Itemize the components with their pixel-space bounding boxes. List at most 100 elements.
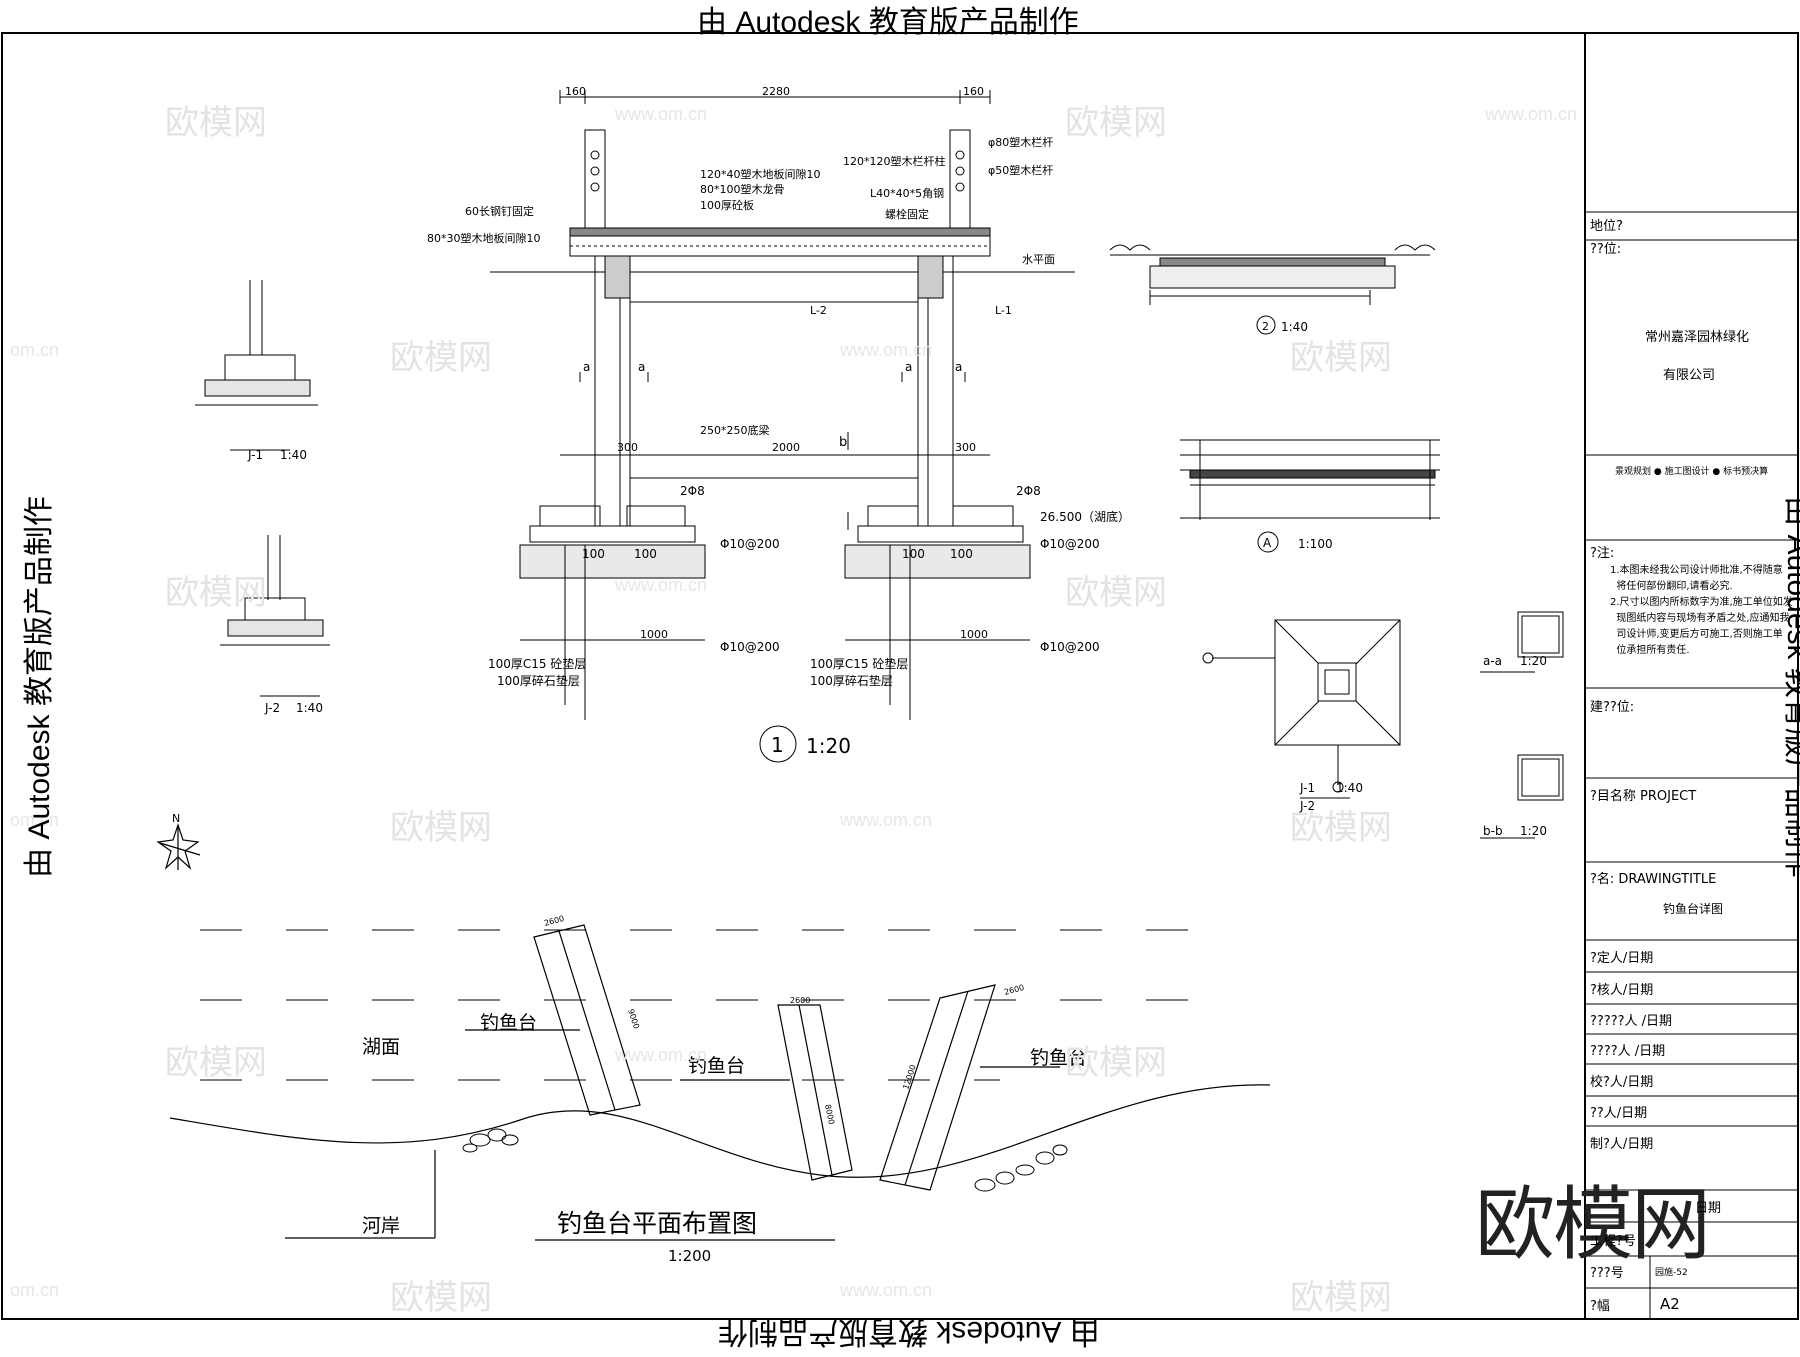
- section-1-number: 1: [771, 733, 784, 757]
- label-beam-l2: L-2: [810, 304, 827, 317]
- dim-plat3-width: 2600: [1003, 983, 1025, 997]
- dim-100-d: 100: [950, 547, 973, 561]
- detail-a-number: A: [1263, 536, 1272, 550]
- section-1-labels: 160 2280 160 60长钢钉固定 80*30塑木地板间隙10 120*4…: [427, 85, 1130, 758]
- label-joist: 80*100塑木龙骨: [700, 182, 785, 196]
- detail-j2-drawing: [220, 535, 330, 697]
- tb-drawing-no-label: ???号: [1590, 1266, 1624, 1281]
- label-platform-2: 钓鱼台: [688, 1055, 745, 1077]
- tb-drawing-title-label: ?名: DRAWINGTITLE: [1590, 872, 1717, 887]
- dim-300-left: 300: [617, 441, 638, 454]
- dim-1000-a: 1000: [640, 628, 668, 641]
- watermark: 欧模网: [1065, 1043, 1167, 1083]
- detail-2-drawing: [1109, 244, 1436, 335]
- label-post: 120*120塑木栏杆柱: [843, 154, 946, 168]
- tb-row4: ????人 /日期: [1590, 1044, 1666, 1059]
- dim-plat1-width: 2600: [543, 914, 565, 928]
- detail-j1-scale: 1:40: [280, 448, 307, 462]
- watermark-url: om.cn: [10, 810, 60, 830]
- dim-plat2-length: 8000: [823, 1104, 836, 1126]
- tb-date: 日期: [1695, 1201, 1722, 1216]
- watermark: 欧模网: [1290, 1278, 1392, 1318]
- label-rail-80: φ80塑木栏杆: [988, 135, 1053, 149]
- dim-100-b: 100: [634, 547, 657, 561]
- detail-2-scale: 1:40: [1281, 320, 1308, 334]
- label-bottom-beam: 250*250底梁: [700, 423, 770, 437]
- watermark-url: www.om.cn: [840, 340, 933, 360]
- label-bolt: 螺栓固定: [885, 207, 929, 221]
- detail-a-drawing: [1180, 439, 1440, 553]
- label-c15-left: 100厚C15 砼垫层: [810, 656, 908, 671]
- tb-drawing-no: 园施-52: [1655, 1268, 1688, 1278]
- title-block-grid: [1585, 211, 1798, 1319]
- dim-160-left: 160: [565, 85, 586, 98]
- tb-drawing-title: 钓鱼台详图: [1663, 902, 1724, 916]
- label-rebar-phi10-a: Φ10@200: [720, 537, 780, 551]
- tb-project-no: 工程?号: [1590, 1234, 1636, 1249]
- stamp-top: 由 Autodesk 教育版产品制作: [697, 6, 1079, 39]
- label-angle-steel: L40*40*5角钢: [870, 187, 944, 200]
- tb-client: 建??位:: [1590, 700, 1635, 715]
- watermark-url: www.om.cn: [1485, 104, 1578, 124]
- watermark: 欧模网: [165, 1043, 267, 1083]
- label-lake-bottom: 26.500（湖底）: [1040, 509, 1130, 524]
- dim-2000: 2000: [772, 441, 800, 454]
- label-rebar-phi10-b: Φ10@200: [1040, 537, 1100, 551]
- dim-1000-b: 1000: [960, 628, 988, 641]
- detail-j12-scale: 1:40: [1336, 781, 1363, 795]
- label-water-level: 水平面: [1022, 253, 1055, 266]
- tb-row3: ?????人 /日期: [1590, 1014, 1673, 1029]
- dim-100-c: 100: [902, 547, 925, 561]
- stamp-left: 由 Autodesk 教育版产品制作: [22, 496, 56, 878]
- label-gravel-main: 100厚碎石垫层: [497, 673, 580, 688]
- label-rebar-right: 2Φ8: [1016, 484, 1041, 498]
- detail-a-scale: 1:100: [1298, 537, 1333, 551]
- watermark-url: om.cn: [10, 340, 60, 360]
- label-deck-board: 80*30塑木地板间隙10: [427, 231, 541, 245]
- detail-j12-label1: J-1: [1299, 781, 1315, 795]
- dim-100-a: 100: [582, 547, 605, 561]
- tb-size-label: ?幅: [1590, 1299, 1610, 1314]
- detail-aa-bb-labels: a-a 1:20 b-b 1:20: [1483, 654, 1547, 838]
- tb-services: 景观规划 ● 施工图设计 ● 标书预决算: [1615, 467, 1769, 477]
- label-platform-1: 钓鱼台: [480, 1012, 537, 1034]
- plan-labels: N 湖面 河岸 钓鱼台 钓鱼台 钓鱼台 钓鱼台平面布置图 1:200 2600 …: [172, 812, 1087, 1265]
- label-lake: 湖面: [362, 1036, 400, 1058]
- detail-j1-label: J-1: [247, 448, 263, 462]
- section-mark-a1: a: [583, 360, 590, 374]
- tb-unit2: ??位:: [1590, 242, 1622, 257]
- watermark: 欧模网: [390, 1278, 492, 1318]
- watermark-url: om.cn: [10, 1280, 60, 1300]
- tb-company-line2: 有限公司: [1663, 368, 1716, 383]
- tb-designer: ??人/日期: [1590, 1106, 1648, 1121]
- detail-aa-scale: 1:20: [1520, 654, 1547, 668]
- tb-reviewer: ?核人/日期: [1590, 983, 1654, 998]
- label-bank: 河岸: [362, 1215, 400, 1237]
- section-mark-a3: a: [905, 360, 912, 374]
- detail-aa-bb-drawing: [1480, 611, 1564, 839]
- label-wood-floor: 120*40塑木地板间隙10: [700, 167, 821, 181]
- label-concrete-slab: 100厚砼板: [700, 198, 754, 212]
- tb-size: A2: [1660, 1295, 1680, 1313]
- tb-approver: ?定人/日期: [1590, 951, 1654, 966]
- detail-bb-scale: 1:20: [1520, 824, 1547, 838]
- tb-project: ?目名称 PROJECT: [1590, 789, 1697, 804]
- detail-a-labels: A 1:100: [1263, 536, 1333, 551]
- watermark: 欧模网: [390, 338, 492, 378]
- label-rebar-left: 2Φ8: [680, 484, 705, 498]
- dim-plat3-length: 12000: [901, 1064, 917, 1091]
- detail-j12-labels: J-1 J-2 1:40: [1299, 781, 1363, 813]
- tb-checker: 校?人/日期: [1590, 1075, 1654, 1090]
- label-beam-l1: L-1: [995, 304, 1012, 317]
- detail-j1-drawing: [195, 280, 318, 451]
- detail-j12-label2: J-2: [1299, 799, 1315, 813]
- watermark-url: www.om.cn: [840, 1280, 933, 1300]
- detail-2-labels: 2 1:40: [1262, 320, 1308, 334]
- section-mark-b: b: [839, 435, 847, 450]
- plan-scale: 1:200: [668, 1247, 711, 1265]
- detail-j2-label: J-2: [264, 701, 280, 715]
- detail-2-number: 2: [1262, 320, 1269, 333]
- watermark: 欧模网: [1290, 808, 1392, 848]
- label-gravel-left: 100厚碎石垫层: [810, 673, 893, 688]
